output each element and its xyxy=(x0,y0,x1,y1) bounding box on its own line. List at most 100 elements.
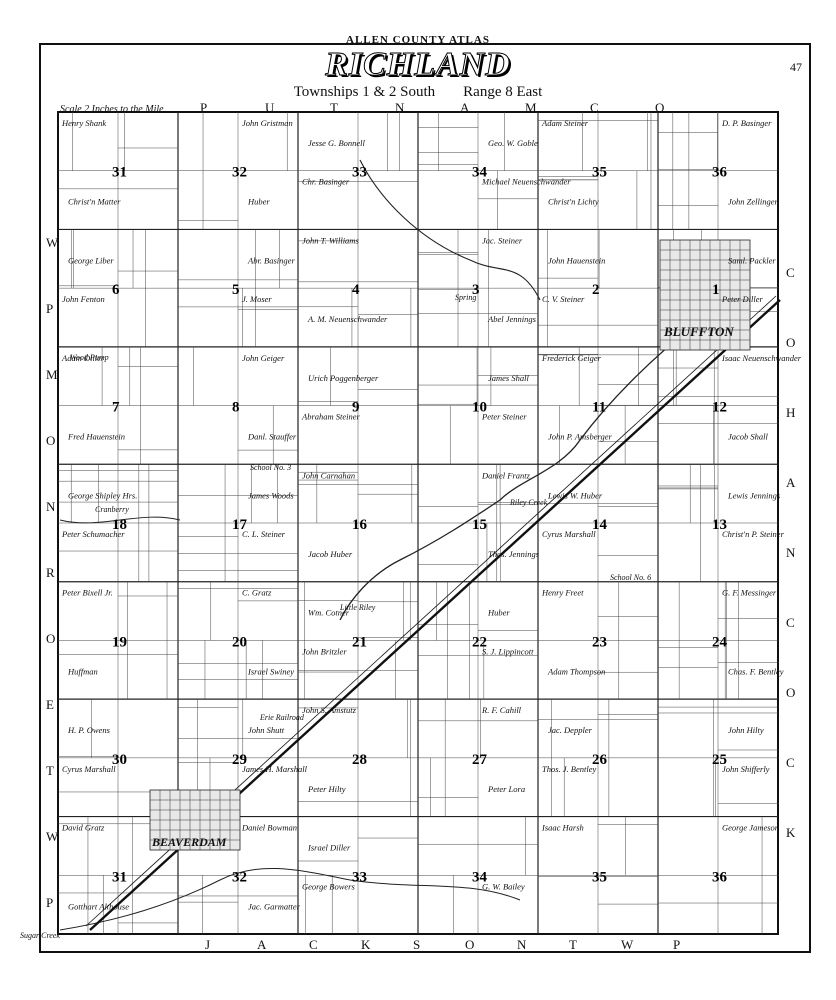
range-label: Range 8 East xyxy=(463,84,543,100)
owner-label: Cyrus Marshall xyxy=(62,764,116,774)
owner-label: John Hilty xyxy=(728,725,764,735)
owner-label: Gotthart Althouse xyxy=(68,901,129,911)
owner-label: Danl. Stauffer xyxy=(247,432,297,442)
owner-label: Peter Bixell Jr. xyxy=(61,588,113,598)
border-letter: C xyxy=(786,615,795,630)
section-number: 28 xyxy=(352,752,367,768)
section-number: 18 xyxy=(112,517,127,533)
owner-label: Jac. Deppler xyxy=(548,725,593,735)
border-letter: A xyxy=(460,100,470,115)
owner-label: Peter Hilty xyxy=(307,784,346,794)
place-label: Sugar Creek xyxy=(20,931,60,940)
town-label-bluffton: BLUFFTON xyxy=(663,324,734,339)
section-number: 25 xyxy=(712,752,727,768)
owner-label: Jacob Huber xyxy=(308,549,353,559)
border-letter: P xyxy=(46,895,54,910)
owner-label: Daniel Frantz xyxy=(481,470,531,480)
outer-border xyxy=(39,43,811,953)
border-letter: W xyxy=(621,937,634,952)
owner-label: John Britzler xyxy=(302,646,347,656)
owner-label: Abraham Steiner xyxy=(301,412,361,422)
atlas-title: ALLEN COUNTY ATLAS xyxy=(346,34,490,46)
owner-label: D. P. Basinger xyxy=(721,118,772,128)
border-letter: E xyxy=(46,697,54,712)
owner-label: James Woods xyxy=(248,490,294,500)
section-number: 8 xyxy=(232,400,240,416)
section-number: 30 xyxy=(112,752,127,768)
owner-label: Wm. Cotner xyxy=(308,608,350,618)
town-bluffton xyxy=(659,239,751,351)
town-beaverdam xyxy=(149,789,241,851)
section-number: 13 xyxy=(712,517,727,533)
border-letter: W xyxy=(46,829,59,844)
owner-label: Thos. J. Bentley xyxy=(542,764,597,774)
owner-label: Huber xyxy=(487,608,510,618)
owner-label: S. J. Lippincott xyxy=(482,646,534,656)
border-letter: C xyxy=(590,100,599,115)
owner-label: John Hauenstein xyxy=(548,255,605,265)
owner-label: Jac. Steiner xyxy=(482,235,523,245)
owner-label: C. L. Steiner xyxy=(242,529,286,539)
section-number: 33 xyxy=(352,165,367,181)
owner-label: Jesse G. Bonnell xyxy=(308,138,366,148)
section-number: 34 xyxy=(472,165,488,181)
border-letter: S xyxy=(413,937,421,952)
place-label: Spring xyxy=(455,293,476,302)
owner-label: Cyrus Marshall xyxy=(542,529,596,539)
border-letter: O xyxy=(786,335,796,350)
town-label-beaverdam: BEAVERDAM xyxy=(151,835,227,849)
border-letter: O xyxy=(786,685,796,700)
scale-label: Scale 2 Inches to the Mile xyxy=(60,104,164,115)
owner-label: Christ'n Lichty xyxy=(548,197,599,207)
border-letter: C xyxy=(309,937,318,952)
section-number: 6 xyxy=(112,282,120,298)
section-number: 31 xyxy=(112,165,127,181)
border-letter: P xyxy=(200,100,208,115)
owner-label: Adam Thompson xyxy=(547,666,605,676)
border-letter: M xyxy=(525,100,537,115)
owner-label: Peter Diller xyxy=(721,294,764,304)
owner-label: James Shall xyxy=(488,373,529,383)
border-letter: K xyxy=(786,825,796,840)
border-letter: U xyxy=(265,100,275,115)
section-number: 11 xyxy=(592,400,606,416)
section-number: 14 xyxy=(592,517,608,533)
border-letter: C xyxy=(786,755,795,770)
page-number: 47 xyxy=(790,60,802,74)
owner-label: Abel Jennings xyxy=(487,314,537,324)
section-number: 35 xyxy=(592,869,607,885)
section-number: 12 xyxy=(712,400,727,416)
section-number: 17 xyxy=(232,517,248,533)
border-letter: T xyxy=(330,100,338,115)
owner-label: Abr. Basinger xyxy=(247,255,295,265)
border-letter: O xyxy=(46,631,56,646)
section-number: 31 xyxy=(112,869,127,885)
section-number: 36 xyxy=(712,165,728,181)
townships-label: Townships 1 & 2 South xyxy=(293,84,436,100)
section-number: 10 xyxy=(472,400,487,416)
owner-label: John S. Amstutz xyxy=(302,705,357,715)
owner-label: George Shipley Hrs. xyxy=(68,490,137,500)
owner-label: John Geiger xyxy=(242,353,285,363)
owner-label: Chr. Basinger xyxy=(302,177,350,187)
border-letter: A xyxy=(786,475,796,490)
section-number: 21 xyxy=(352,634,367,650)
sugar-creek xyxy=(59,867,521,931)
owner-label: C. V. Steiner xyxy=(542,294,585,304)
owner-label: G. W. Bailey xyxy=(482,881,525,891)
subtitle: Townships 1 & 2 South Range 8 East xyxy=(0,84,836,101)
owner-label: Jacob Shall xyxy=(728,432,769,442)
owner-label: Peter Schumacher xyxy=(61,529,125,539)
border-letter: P xyxy=(46,301,54,316)
owner-label: Christ'n Matter xyxy=(68,197,121,207)
owner-label: Isaac Neuenschwander xyxy=(721,353,802,363)
owner-label: Geo. W. Goble xyxy=(488,138,538,148)
border-letter: H xyxy=(786,405,796,420)
border-letter: N xyxy=(517,937,527,952)
section-number: 2 xyxy=(592,282,600,298)
owner-label: R. F. Cahill xyxy=(481,705,522,715)
section-number: 29 xyxy=(232,752,247,768)
